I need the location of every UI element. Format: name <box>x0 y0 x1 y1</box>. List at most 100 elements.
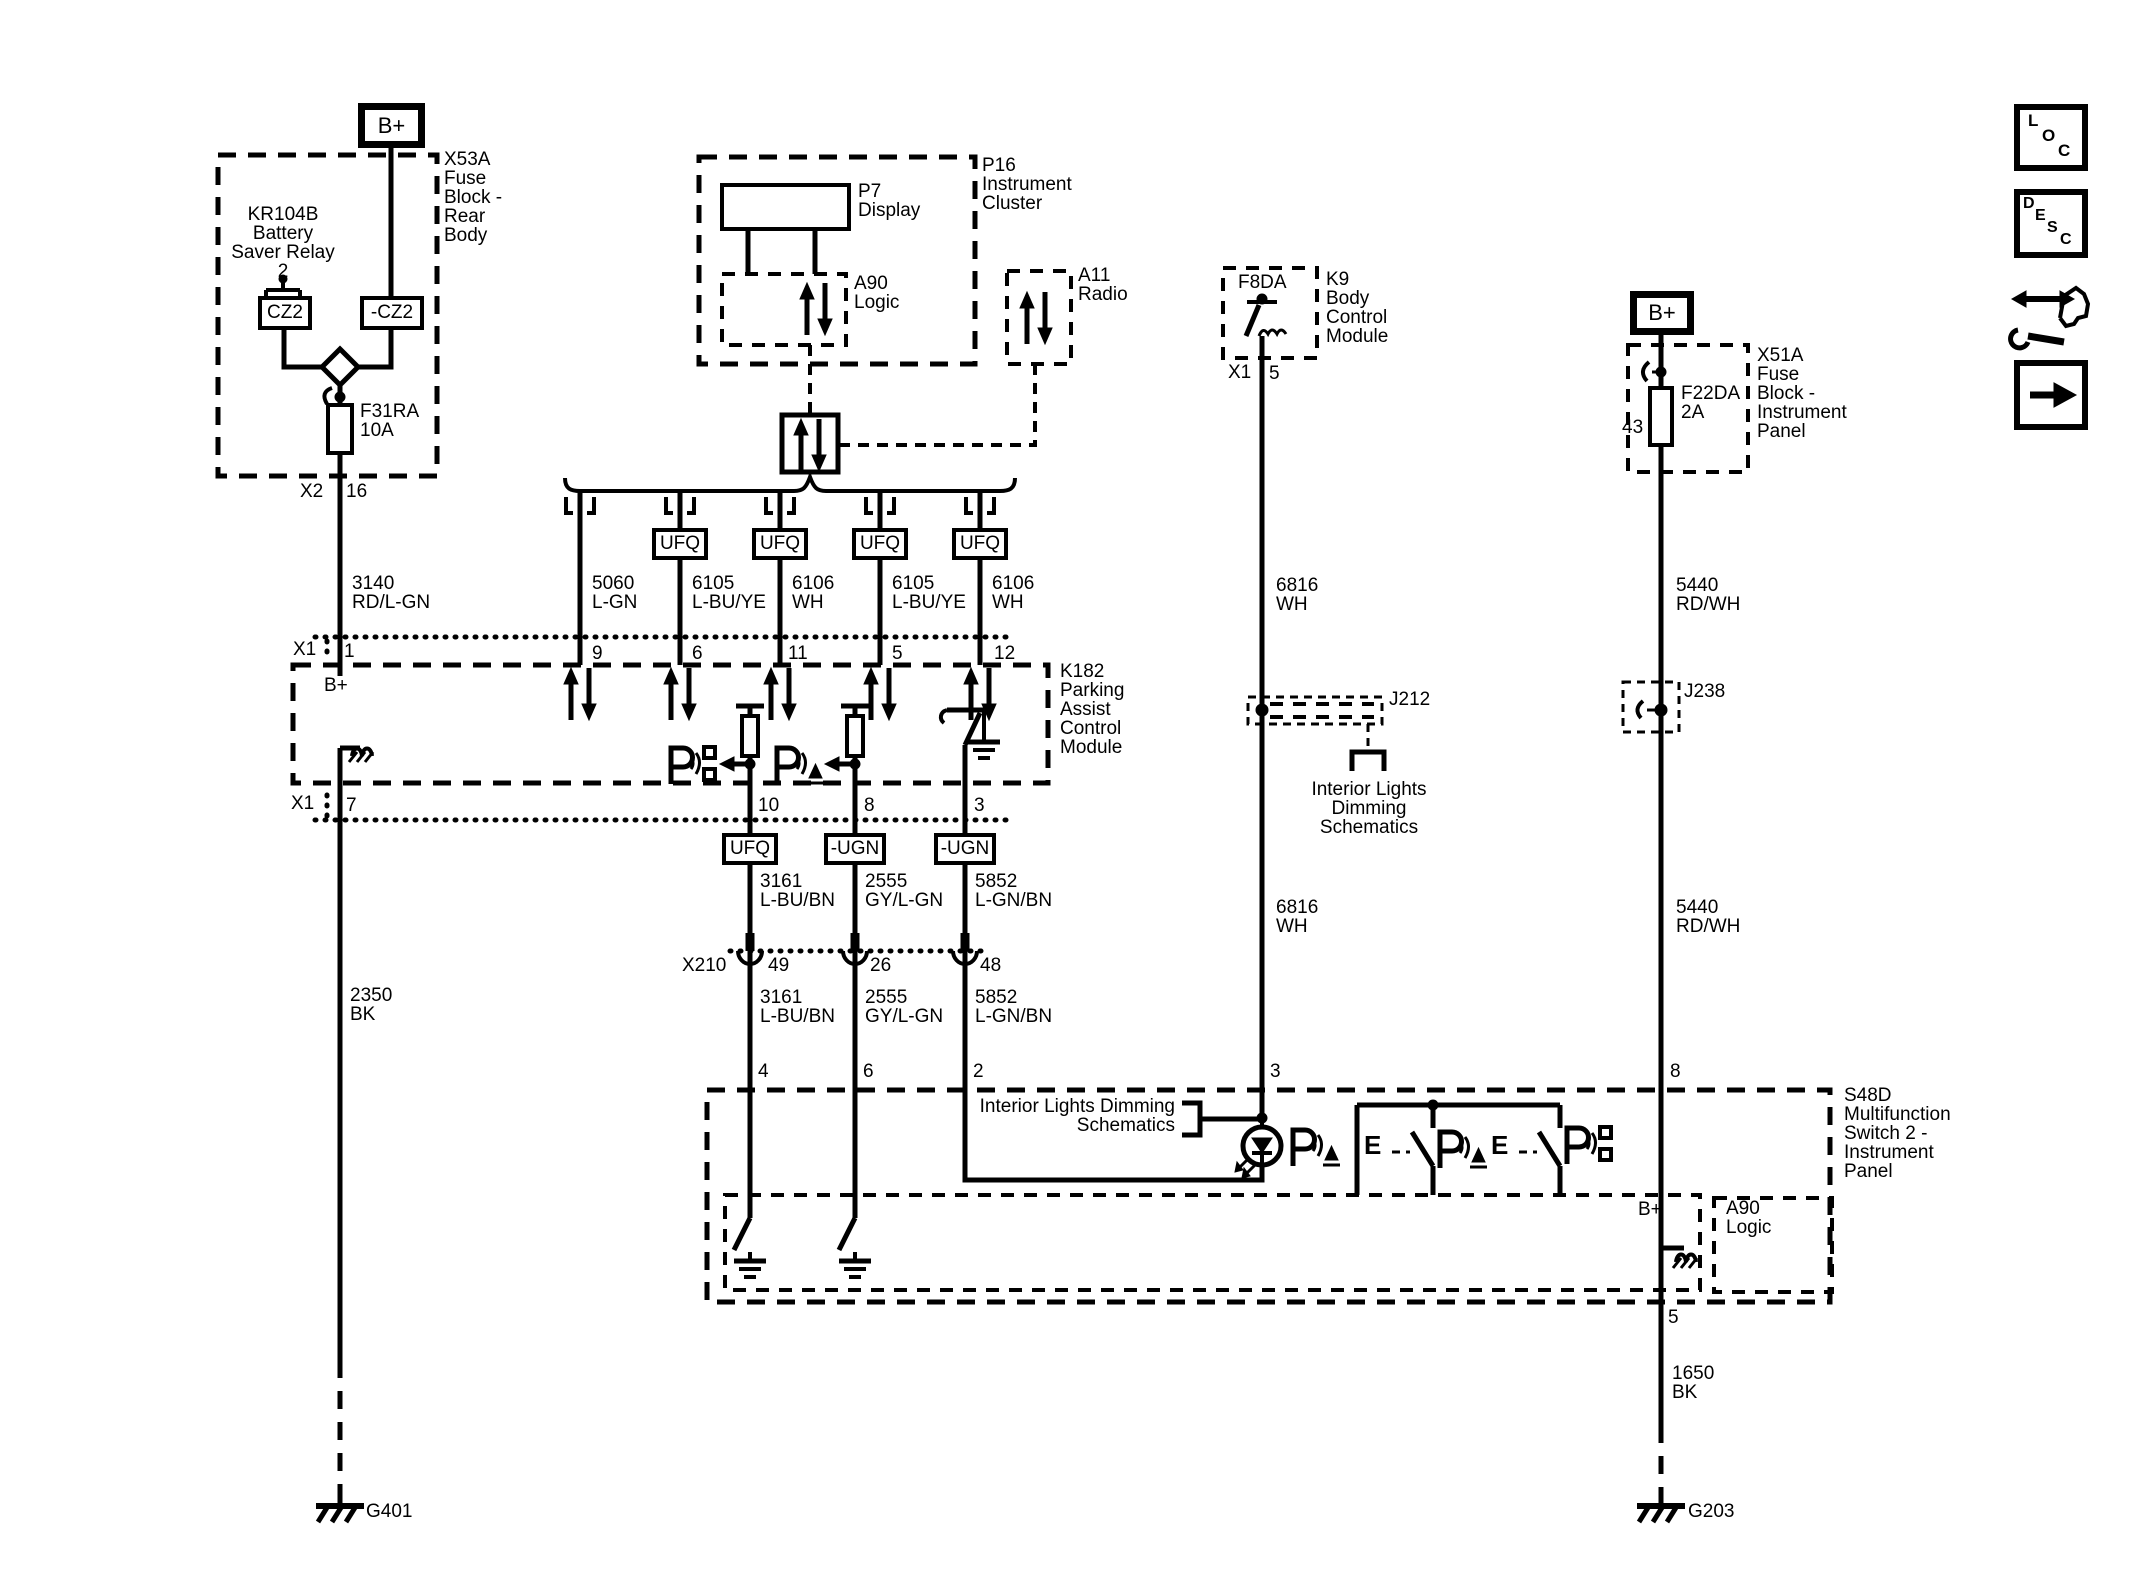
bus-brace <box>563 471 1017 493</box>
a90-cluster-label: A90 Logic <box>854 273 900 313</box>
pin1-label: 1 <box>344 641 355 662</box>
kr104b-label: KR104B Battery Saver Relay 2 <box>231 204 335 282</box>
pin49-label: 49 <box>768 955 790 976</box>
pin4-s48d-label: 4 <box>758 1061 769 1082</box>
switch-blade <box>1536 1130 1563 1168</box>
fuse-block-rear-body <box>215 147 440 676</box>
a90-logic-box <box>1712 1196 1834 1294</box>
pin12-label: 12 <box>994 643 1016 664</box>
j212-label: J212 <box>1389 689 1431 710</box>
connector-x1-rows <box>312 634 1018 823</box>
ugn-box-1: -UGN <box>824 833 886 865</box>
x1-top-label: X1 <box>293 639 317 660</box>
s48d-label: S48D Multifunction Switch 2 - Instrument… <box>1844 1085 1951 1182</box>
ugn-box-2: -UGN <box>934 833 996 865</box>
switch-blade <box>1409 1130 1436 1168</box>
wire-6816-label-1: 6816 WH <box>1276 575 1319 615</box>
ground-g401-icon <box>316 1496 364 1522</box>
pin2-s48d-label: 2 <box>973 1061 984 1082</box>
wire-3161-label-1: 3161 L-BU/BN <box>760 871 835 911</box>
parking-assist-triangle-icon <box>777 748 824 784</box>
next-page-icon <box>2014 360 2088 430</box>
pin5-bcm-label: 5 <box>1269 363 1280 384</box>
ufq-box-4: UFQ <box>952 528 1008 560</box>
x53a-label: X53A Fuse Block - Rear Body <box>444 149 503 246</box>
loc-icon <box>2014 104 2088 171</box>
ground-icon <box>839 1252 871 1277</box>
wire-5440-label-1: 5440 RD/WH <box>1676 575 1741 615</box>
wire-6106-label-1: 6106 WH <box>792 573 835 613</box>
p16-box <box>696 154 978 367</box>
connector-terminal-icon <box>736 950 764 966</box>
pin7-label: 7 <box>346 795 357 816</box>
wire-2350-label: 2350 BK <box>350 985 393 1025</box>
pin6-label: 6 <box>692 643 703 664</box>
chassis-ground-icon <box>347 746 375 764</box>
bplus-s48d-label: B+ <box>1638 1199 1662 1220</box>
x1-bcm-label: X1 <box>1228 362 1252 383</box>
desc-letter-d: D <box>2023 195 2035 212</box>
x51a-label: X51A Fuse Block - Instrument Panel <box>1757 345 1847 442</box>
pin26-label: 26 <box>870 955 892 976</box>
pin43-label: 43 <box>1622 417 1644 438</box>
dimming-s48d-label: Interior Lights Dimming Schematics <box>979 1096 1175 1136</box>
wire-6105-label-1: 6105 L-BU/YE <box>692 573 766 613</box>
connector-terminal-icon <box>841 950 869 966</box>
body-control-module <box>1221 266 1319 1118</box>
switch2-e-label: E <box>1491 1130 1509 1160</box>
wire-1650-label: 1650 BK <box>1672 1363 1715 1403</box>
wire-6106-label-2: 6106 WH <box>992 573 1035 613</box>
resistor-icon <box>845 714 865 758</box>
f31ra-label: F31RA 10A <box>360 401 420 441</box>
diagnostic-car-wrench-icon <box>2008 285 2091 351</box>
p7-label: P7 Display <box>858 181 921 221</box>
a90-s48d-label: A90 Logic <box>1726 1198 1772 1238</box>
wire-6816-label-2: 6816 WH <box>1276 897 1319 937</box>
ground-icon <box>968 733 1000 758</box>
k9-label: K9 Body Control Module <box>1326 269 1389 347</box>
x1-bottom-label: X1 <box>291 793 315 814</box>
switch-blade <box>962 711 983 747</box>
wire-5060-label: 5060 L-GN <box>592 573 638 613</box>
parking-assist-control-module <box>290 662 1051 1360</box>
a11-label: A11 Radio <box>1078 265 1128 305</box>
pin5-label: 5 <box>892 643 903 664</box>
loc-letter-o: O <box>2042 126 2056 145</box>
clip-hook-icon <box>1635 699 1645 720</box>
pin16-label: 16 <box>346 481 368 502</box>
wire-5440-label-2: 5440 RD/WH <box>1676 897 1741 937</box>
parking-assist-squares-icon <box>671 747 715 784</box>
ground-icon <box>734 1252 766 1277</box>
connector-terminal-icon <box>951 950 979 966</box>
f22da-label: F22DA 2A <box>1681 383 1741 423</box>
desc-letter-s: S <box>2047 219 2058 236</box>
harness-columns <box>727 865 1265 1218</box>
wire-5852-label-2: 5852 L-GN/BN <box>975 987 1053 1027</box>
fuse-f31ra <box>326 403 354 455</box>
pin48-label: 48 <box>980 955 1002 976</box>
cz2-box: CZ2 <box>258 296 312 330</box>
ground-g203-icon <box>1637 1496 1685 1522</box>
desc-letter-c: C <box>2060 231 2072 248</box>
switch-blade <box>731 1216 753 1252</box>
parking-assist-triangle-icon <box>1293 1130 1340 1166</box>
j238-label: J238 <box>1684 681 1726 702</box>
ufq-box-1: UFQ <box>652 528 708 560</box>
pin5-s48d-label: 5 <box>1668 1307 1679 1328</box>
g203-label: G203 <box>1688 1501 1735 1522</box>
pin10-label: 10 <box>758 795 780 816</box>
bus-drops <box>564 491 996 665</box>
thermal-element-icon <box>1257 328 1288 338</box>
wire-3140-label: 3140 RD/L-GN <box>352 573 431 613</box>
ufq-box-3: UFQ <box>852 528 908 560</box>
bplus-left-box: B+ <box>358 103 425 148</box>
fuse-block-instrument-panel <box>1626 335 1750 1248</box>
serial-data-junction-box <box>779 412 841 475</box>
desc-letter-e: E <box>2035 207 2046 224</box>
pin3-label: 3 <box>974 795 985 816</box>
switch1-e-label: E <box>1364 1130 1382 1160</box>
ufq-box-2: UFQ <box>752 528 808 560</box>
desc-icon <box>2014 189 2088 258</box>
pin11-label: 11 <box>788 643 808 664</box>
